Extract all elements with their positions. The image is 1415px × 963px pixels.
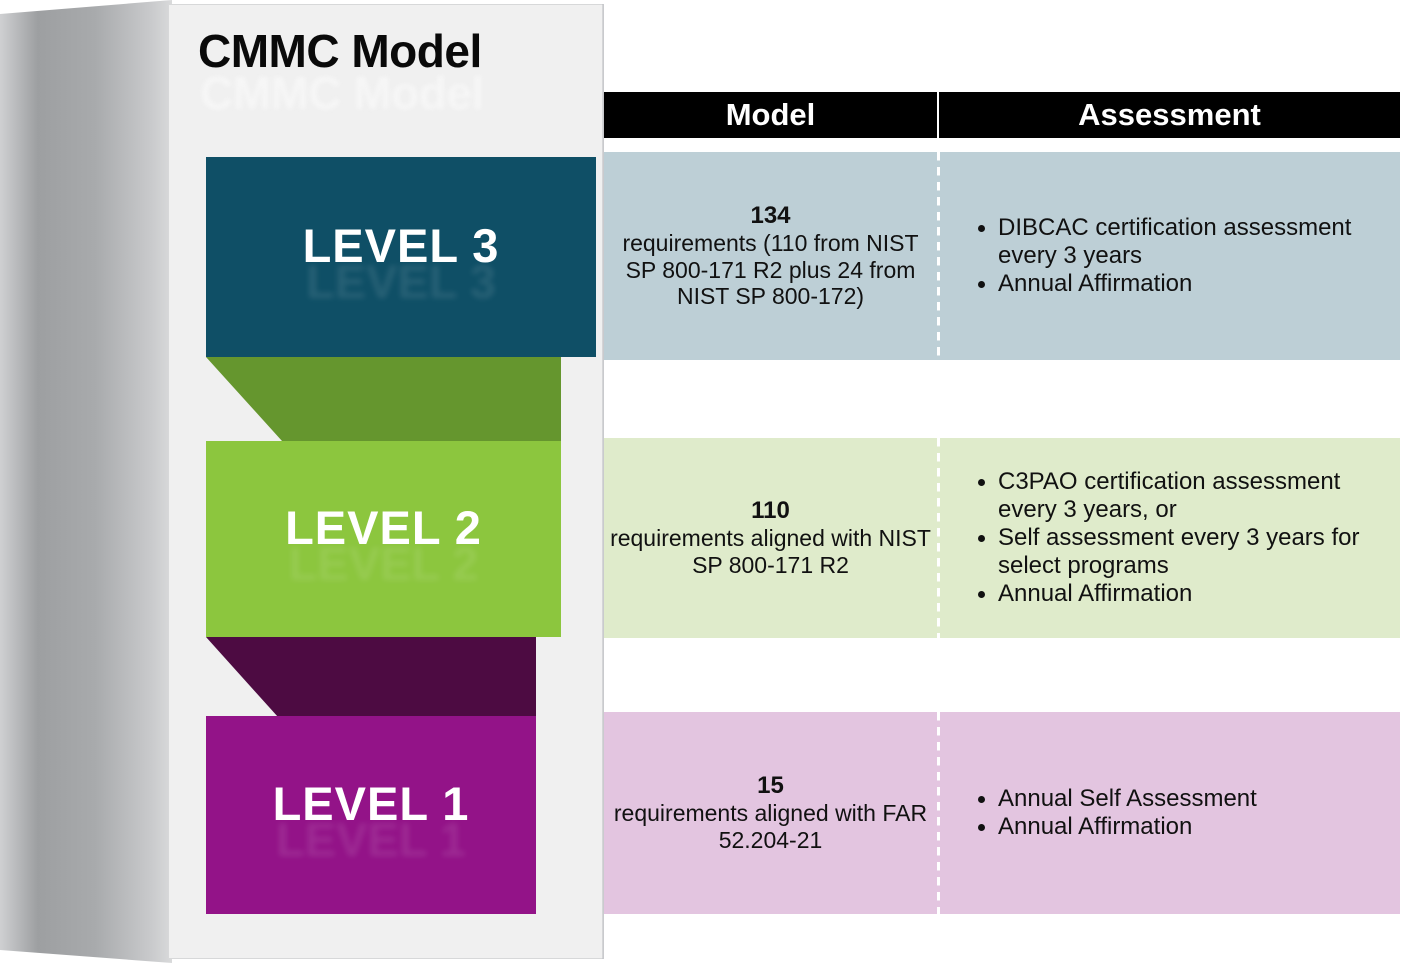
model-cell-level-3: 134 requirements (110 from NIST SP 800-1… — [604, 152, 937, 360]
assessment-list-level-3: DIBCAC certification assessment every 3 … — [970, 214, 1382, 298]
page-title: CMMC Model — [198, 25, 482, 77]
level-label-2: LEVEL 2 — [285, 500, 482, 554]
level-label-shadow-1: LEVEL 1 — [276, 812, 466, 866]
assessment-cell-level-2: C3PAO certification assessment every 3 y… — [940, 438, 1400, 638]
table-row-level-2: 110 requirements aligned with NIST SP 80… — [604, 438, 1400, 638]
model-description-level-1: requirements aligned with FAR 52.204-21 — [613, 800, 928, 853]
level-block-2: LEVEL 2 LEVEL 2 — [206, 441, 561, 637]
model-description-level-2: requirements aligned with NIST SP 800-17… — [610, 525, 931, 578]
row-column-divider-level-3 — [937, 152, 940, 360]
header-column-divider — [937, 92, 939, 138]
assessment-list-level-2: C3PAO certification assessment every 3 y… — [970, 468, 1382, 608]
model-cell-level-1: 15 requirements aligned with FAR 52.204-… — [604, 712, 937, 914]
level-block-1: LEVEL 1 LEVEL 1 — [206, 716, 536, 914]
list-item: Self assessment every 3 years for select… — [978, 524, 1382, 580]
level-label-shadow-2: LEVEL 2 — [288, 536, 479, 590]
list-item: DIBCAC certification assessment every 3 … — [978, 214, 1382, 270]
list-item: Annual Self Assessment — [978, 785, 1382, 813]
table-row-level-1: 15 requirements aligned with FAR 52.204-… — [604, 712, 1400, 914]
model-description-level-3: requirements (110 from NIST SP 800-171 R… — [622, 229, 919, 310]
model-count-level-1: 15 — [757, 772, 784, 800]
list-item: C3PAO certification assessment every 3 y… — [978, 468, 1382, 524]
container-3d-side-panel — [0, 0, 172, 963]
model-count-level-2: 110 — [751, 497, 790, 525]
model-cell-level-2: 110 requirements aligned with NIST SP 80… — [604, 438, 937, 638]
list-item: Annual Affirmation — [978, 580, 1382, 608]
row-column-divider-level-2 — [937, 438, 940, 638]
assessment-list-level-1: Annual Self Assessment Annual Affirmatio… — [970, 785, 1382, 841]
assessment-cell-level-3: DIBCAC certification assessment every 3 … — [940, 152, 1400, 360]
row-column-divider-level-1 — [937, 712, 940, 914]
level-label-3: LEVEL 3 — [302, 218, 500, 272]
table-header: Model Assessment — [604, 92, 1400, 138]
page-title-shadow: CMMC Model — [200, 67, 484, 119]
list-item: Annual Affirmation — [978, 813, 1382, 841]
level-block-3: LEVEL 3 LEVEL 3 — [206, 157, 596, 357]
model-count-level-3: 134 — [750, 202, 791, 230]
list-item: Annual Affirmation — [978, 270, 1382, 298]
table-row-level-3: 134 requirements (110 from NIST SP 800-1… — [604, 152, 1400, 360]
container-right-edge — [602, 4, 604, 959]
level-label-1: LEVEL 1 — [272, 776, 470, 830]
level-label-shadow-3: LEVEL 3 — [306, 254, 496, 308]
assessment-cell-level-1: Annual Self Assessment Annual Affirmatio… — [940, 712, 1400, 914]
header-cell-model: Model — [725, 97, 816, 132]
header-cell-assessment: Assessment — [1078, 97, 1261, 132]
